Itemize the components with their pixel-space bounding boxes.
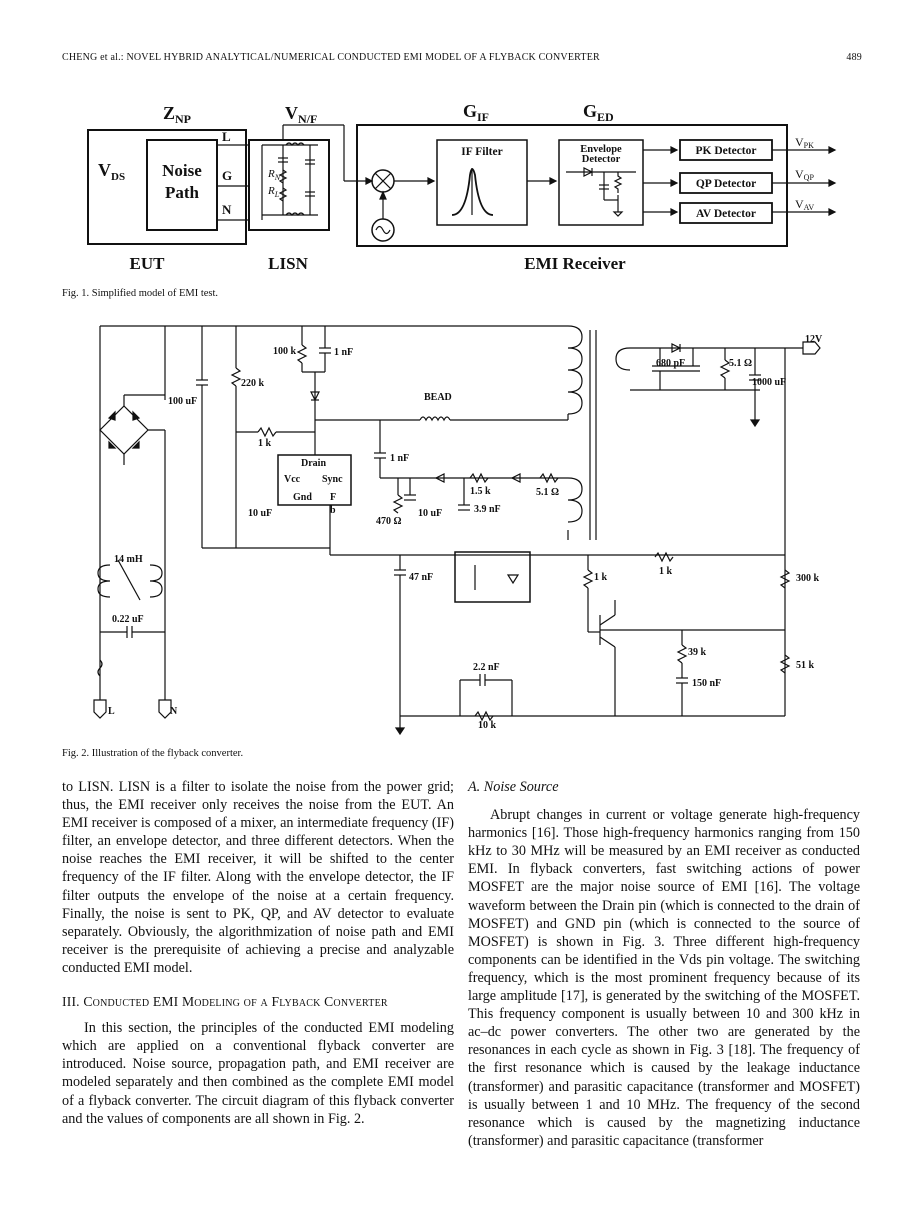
label-b: b (330, 505, 336, 516)
fig1-caption: Fig. 1. Simplified model of EMI test. (62, 288, 219, 299)
ic-box (277, 454, 352, 506)
label-f: F (330, 492, 336, 503)
label-1000uf: 1000 uF (752, 377, 786, 388)
right-column: A. Noise Source Abrupt changes in curren… (468, 778, 860, 1150)
label-1nf-top: 1 nF (334, 347, 353, 358)
page-number: 489 (846, 52, 862, 63)
label-300k: 300 k (796, 573, 820, 584)
label-5-1-a: 5.1 Ω (729, 358, 752, 369)
av-label: AV Detector (696, 208, 756, 220)
vds-label: VDS (98, 160, 125, 183)
detector-label: Detector (582, 154, 621, 165)
running-header: CHENG et al.: NOVEL HYBRID ANALYTICAL/NU… (62, 52, 862, 63)
left-paragraph-2: In this section, the principles of the c… (62, 1020, 454, 1127)
label-2-2nf: 2.2 nF (473, 662, 500, 673)
label-1nf-mid: 1 nF (390, 453, 409, 464)
eut-label: EUT (130, 254, 166, 273)
label-pin-n: N (170, 706, 178, 717)
label-51k: 51 k (796, 660, 815, 671)
label-5-1-b: 5.1 Ω (536, 487, 559, 498)
left-column: to LISN. LISN is a filter to isolate the… (62, 778, 454, 1128)
noise-path-box (146, 139, 218, 231)
label-gnd: Gnd (293, 492, 312, 503)
path-label: Path (165, 183, 200, 202)
label-10k: 10 k (478, 720, 497, 731)
fig1-diagram: ZNP VN/F GIF GED VDS Noise Path L G N RN… (87, 101, 837, 273)
label-150nf: 150 nF (692, 678, 721, 689)
lisn-box (248, 139, 330, 231)
label-1k-a: 1 k (258, 438, 272, 449)
rn-label: RN (267, 168, 281, 182)
running-title: CHENG et al.: NOVEL HYBRID ANALYTICAL/NU… (62, 52, 600, 63)
left-paragraph-1: to LISN. LISN is a filter to isolate the… (62, 779, 454, 976)
label-10uf-b: 10 uF (418, 508, 442, 519)
label-vcc: Vcc (284, 474, 301, 485)
label-12v: 12V (805, 334, 823, 345)
label-47nf: 47 nF (409, 572, 433, 583)
gif-label: GIF (463, 101, 489, 124)
ged-label: GED (583, 101, 614, 124)
label-bead: BEAD (424, 392, 452, 403)
av-detector-box (679, 202, 773, 224)
label-3-9nf: 3.9 nF (474, 504, 501, 515)
label-100k: 100 k (273, 346, 297, 357)
label-10uf-a: 10 uF (248, 508, 272, 519)
fig2-caption: Fig. 2. Illustration of the flyback conv… (62, 748, 244, 759)
l-label: L (222, 129, 231, 144)
label-1k-b: 1 k (594, 572, 608, 583)
receiver-box (356, 124, 788, 247)
label-680pf: 680 pF (656, 358, 685, 369)
eut-box (87, 129, 247, 245)
label-drain: Drain (301, 458, 326, 469)
section-title: III. Conducted EMI Modeling of a Flyback… (62, 994, 388, 1010)
n-label: N (222, 202, 232, 217)
label-39k: 39 k (688, 647, 707, 658)
vqp-label: VQP (795, 167, 814, 182)
optocoupler-box (454, 551, 531, 603)
fig2-circuit: 100 k 1 nF 100 uF 220 k BEAD 1 k Drain V… (93, 325, 823, 736)
label-1k-c: 1 k (659, 566, 673, 577)
qp-label: QP Detector (696, 178, 756, 190)
label-100uf: 100 uF (168, 396, 197, 407)
znp-label: ZNP (163, 103, 191, 126)
vpk-label: VPK (795, 135, 814, 150)
label-sync: Sync (322, 474, 343, 485)
right-paragraph-1: Abrupt changes in current or voltage gen… (468, 807, 860, 1149)
label-470: 470 Ω (376, 516, 402, 527)
label-220k: 220 k (241, 378, 265, 389)
lisn-label: LISN (268, 254, 308, 273)
label-1-5k: 1.5 k (470, 486, 491, 497)
if-filter-label: IF Filter (461, 146, 502, 158)
pk-label: PK Detector (696, 145, 757, 157)
envelope-label: Envelope (580, 144, 622, 155)
label-0-22uf: 0.22 uF (112, 614, 144, 625)
label-14mh: 14 mH (114, 554, 143, 565)
vav-label: VAV (795, 197, 814, 212)
subsection-title: A. Noise Source (468, 779, 559, 795)
receiver-label: EMI Receiver (524, 254, 626, 273)
noise-label: Noise (162, 161, 202, 180)
g-label: G (222, 168, 232, 183)
if-filter-box (436, 139, 528, 226)
label-pin-l: L (108, 706, 115, 717)
rl-label: RL (267, 185, 280, 199)
vnf-label: VN/F (285, 103, 317, 126)
